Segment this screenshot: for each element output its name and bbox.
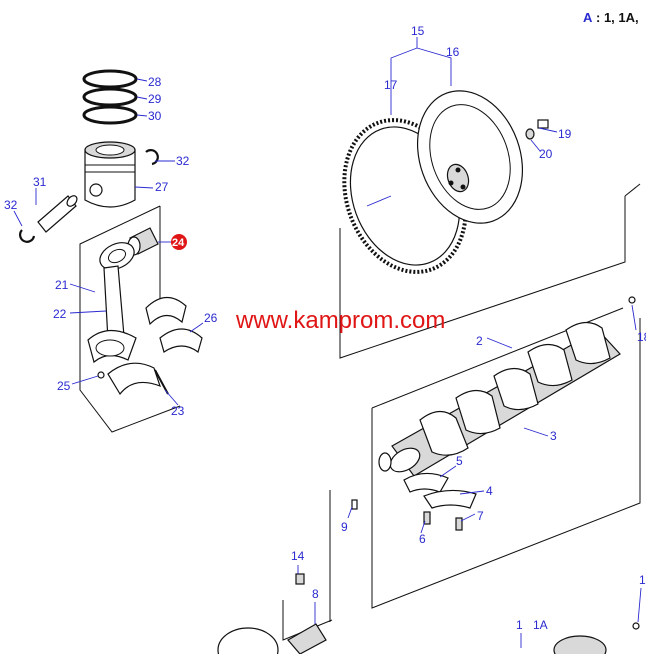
gear-8 [287,623,327,655]
washer [525,128,535,140]
callout-2: 2 [476,334,483,348]
crankshaft-assembly [351,296,641,609]
callout-31: 31 [33,175,47,189]
callout-15: 15 [411,24,425,38]
callout-30: 30 [148,109,162,123]
crank-nose [378,452,392,472]
plug-9 [351,499,358,510]
bolt-7 [455,517,463,531]
callout-1A-bottom: 1A [533,618,548,632]
pulley [217,627,279,659]
callout-25: 25 [57,379,71,393]
header-text: : 1, 1A, [596,10,639,25]
dowel-1 [632,622,640,630]
piston-ring-29 [82,87,138,107]
callout-28: 28 [148,75,162,89]
callout-18: 18 [637,330,646,344]
callout-8: 8 [312,587,319,601]
bolt-14 [295,573,305,585]
connecting-rod-assembly [79,205,203,433]
circlip-left [19,229,36,243]
piston-assembly [19,69,159,243]
callout-26: 26 [204,311,218,325]
dowel-pin-18 [628,296,636,304]
callout-3: 3 [550,429,557,443]
callout-24: 24 [172,237,185,249]
flywheel-disc [416,90,524,224]
callout-6: 6 [419,532,426,546]
watermark: www.kamprom.com [235,307,445,334]
bearing-shell-upper [145,296,187,326]
callout-23: 23 [171,404,185,418]
callout-1-bottom: 1 [516,618,523,632]
piston-ring-28 [82,69,138,89]
rod-bolt [154,369,169,395]
rod-shank [103,265,125,341]
rod-cap [107,362,161,396]
pulley-assembly [217,490,640,659]
bolt-6 [423,511,431,525]
callout-27: 27 [155,180,169,194]
flywheel-assembly [339,90,641,359]
callout-1-right: 1 [639,573,646,587]
bearing-shell-lower [159,328,203,354]
highlight-marker-24 [171,234,187,250]
callout-29: 29 [148,92,162,106]
callout-9: 9 [341,520,348,534]
rod-dowel [97,371,105,379]
callout-20: 20 [539,147,553,161]
callout-21: 21 [55,278,69,292]
callout-7: 7 [477,509,484,523]
crankshaft-detail [553,635,607,659]
callout-16: 16 [446,45,460,59]
callout-17: 17 [384,78,398,92]
callout-14: 14 [291,549,305,563]
main-bearing [423,489,477,509]
header-prefix: A [583,10,593,25]
flywheel-bolt [537,119,549,129]
callout-32-left: 32 [4,198,18,212]
circlip-right [145,149,159,166]
callout-19: 19 [558,127,572,141]
piston-pin [37,195,77,233]
callout-22: 22 [53,307,67,321]
piston-ring-30 [82,105,138,125]
callout-4: 4 [486,484,493,498]
callout-5: 5 [456,454,463,468]
callout-32-right: 32 [176,154,190,168]
